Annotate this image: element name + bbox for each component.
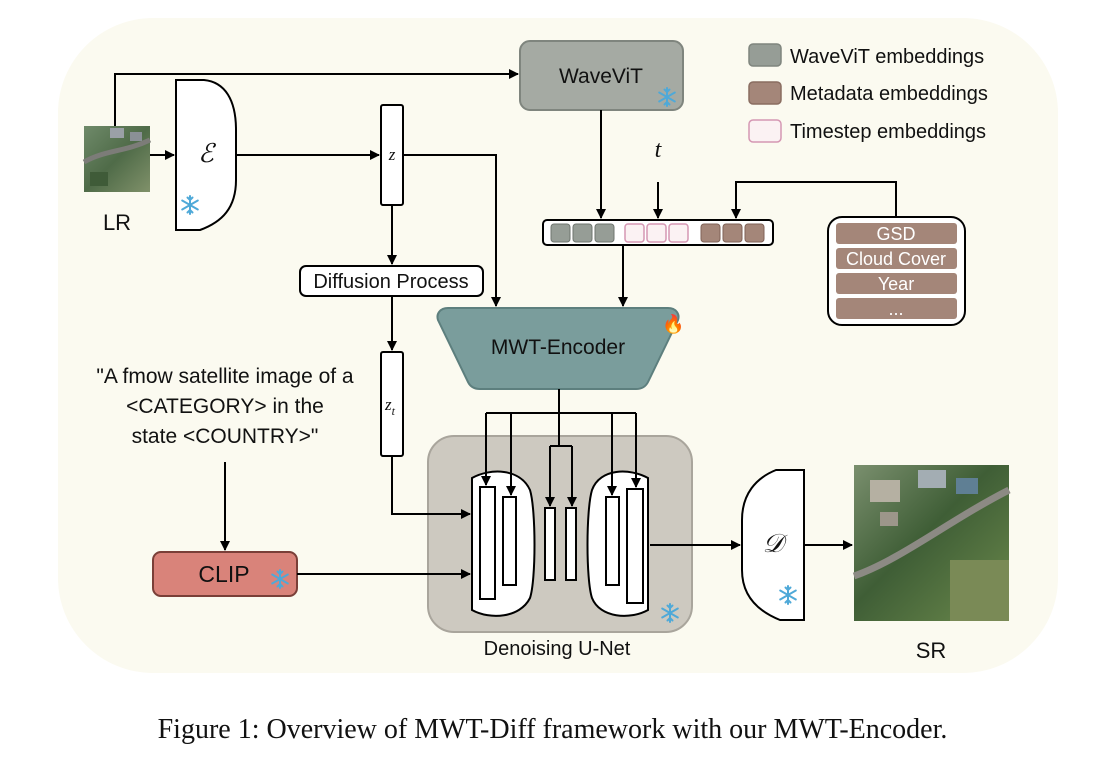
legend-label: WaveViT embeddings	[790, 46, 984, 68]
wavevit-label: WaveViT	[559, 65, 643, 88]
timestep-embedding-cell	[668, 223, 689, 243]
timestep-embedding-cell	[646, 223, 667, 243]
arrow-metadata-to-embeddings	[731, 181, 897, 219]
unet-feature-block	[626, 488, 644, 604]
sr-satellite-image	[852, 465, 1011, 621]
wavevit-embedding-cell	[594, 223, 615, 243]
sr-label: SR	[916, 638, 947, 663]
timestep-embedding-cell	[624, 223, 645, 243]
fire-icon: 🔥	[662, 313, 684, 334]
lr-label: LR	[103, 210, 131, 235]
metadata-item: ...	[888, 299, 903, 319]
legend-label: Metadata embeddings	[790, 83, 988, 105]
legend: WaveViT embeddings Metadata embeddings T…	[748, 43, 988, 143]
arrow-zt-to-unet	[391, 456, 471, 519]
metadata-box: GSD Cloud Cover Year ...	[827, 216, 966, 326]
zt-label: zt	[384, 395, 396, 418]
encoder-symbol: ℰ	[198, 139, 216, 168]
legend-swatch	[748, 81, 782, 105]
clip-label: CLIP	[198, 561, 249, 587]
legend-label: Timestep embeddings	[790, 121, 986, 143]
prompt-line: <CATEGORY> in the	[126, 395, 324, 418]
decoder-block	[741, 469, 805, 621]
mwt-encoder-block	[436, 307, 680, 390]
wavevit-embedding-cell	[550, 223, 571, 243]
unet-container	[427, 435, 693, 633]
unet-feature-block	[544, 507, 556, 581]
legend-swatch	[748, 43, 782, 67]
metadata-item: GSD	[876, 224, 915, 244]
metadata-item: Year	[878, 274, 914, 294]
prompt-line: state <COUNTRY>"	[131, 425, 319, 448]
timestep-t-label: t	[655, 137, 663, 163]
z-label: z	[388, 145, 396, 164]
embeddings-bar	[542, 219, 774, 246]
metadata-embedding-cell	[744, 223, 765, 243]
encoder-block	[175, 79, 237, 231]
text-prompt: "A fmow satellite image of a <CATEGORY> …	[60, 362, 390, 452]
arrow-z-to-mwt-encoder	[403, 154, 501, 307]
connections	[114, 69, 897, 579]
metadata-item: Cloud Cover	[846, 249, 946, 269]
unet-feature-block	[502, 496, 517, 586]
figure-caption: Figure 1: Overview of MWT-Diff framework…	[157, 714, 948, 745]
metadata-embedding-cell	[722, 223, 743, 243]
wavevit-embedding-cell	[572, 223, 593, 243]
arrow-lr-to-wavevit	[114, 69, 519, 126]
unet-label: Denoising U-Net	[484, 638, 631, 660]
metadata-embedding-cell	[700, 223, 721, 243]
unet-feature-block	[565, 507, 577, 581]
mwt-bottleneck-bus	[550, 413, 572, 447]
unet-feature-block	[605, 496, 620, 586]
lr-satellite-image	[82, 126, 152, 192]
legend-swatch	[748, 119, 782, 143]
mwt-encoder-label: MWT-Encoder	[491, 336, 625, 359]
prompt-line: "A fmow satellite image of a	[96, 365, 354, 388]
diffusion-process-label: Diffusion Process	[313, 271, 468, 293]
unet-feature-block	[479, 486, 496, 600]
